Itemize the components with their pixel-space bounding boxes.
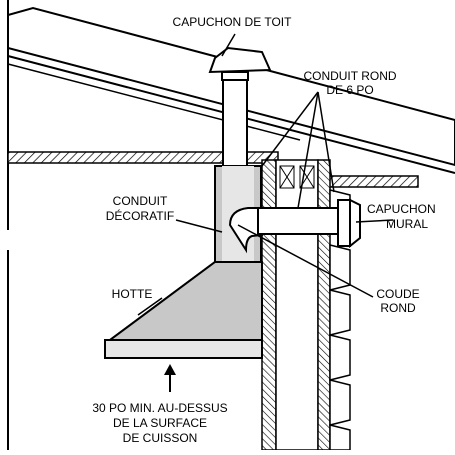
clearance-arrow [164, 364, 176, 392]
label-roof-cap: CAPUCHON DE TOIT [173, 15, 293, 29]
label-wall-cap-2: MURAL [386, 217, 428, 231]
leader-lines [137, 33, 394, 316]
label-round-duct-2: DE 6 PO [326, 83, 373, 97]
label-round-elbow-2: ROND [380, 301, 416, 315]
label-round-elbow-1: COUDE [376, 287, 419, 301]
label-decorative-duct-1: CONDUIT [113, 194, 168, 208]
label-clearance-1: 30 PO MIN. AU-DESSUS [92, 401, 227, 415]
label-decorative-duct-2: DÉCORATIF [106, 208, 174, 223]
horizontal-round-duct [257, 207, 339, 235]
ceiling-joist [7, 151, 279, 164]
label-clearance-3: DE CUISSON [123, 431, 198, 445]
exterior-wall [261, 159, 331, 451]
range-hood [104, 261, 263, 359]
label-clearance-2: DE LA SURFACE [113, 416, 207, 430]
label-round-duct-1: CONDUIT ROND [303, 69, 396, 83]
label-wall-cap-1: CAPUCHON [367, 202, 436, 216]
wall-cap [337, 198, 361, 249]
label-hood: HOTTE [112, 287, 153, 301]
